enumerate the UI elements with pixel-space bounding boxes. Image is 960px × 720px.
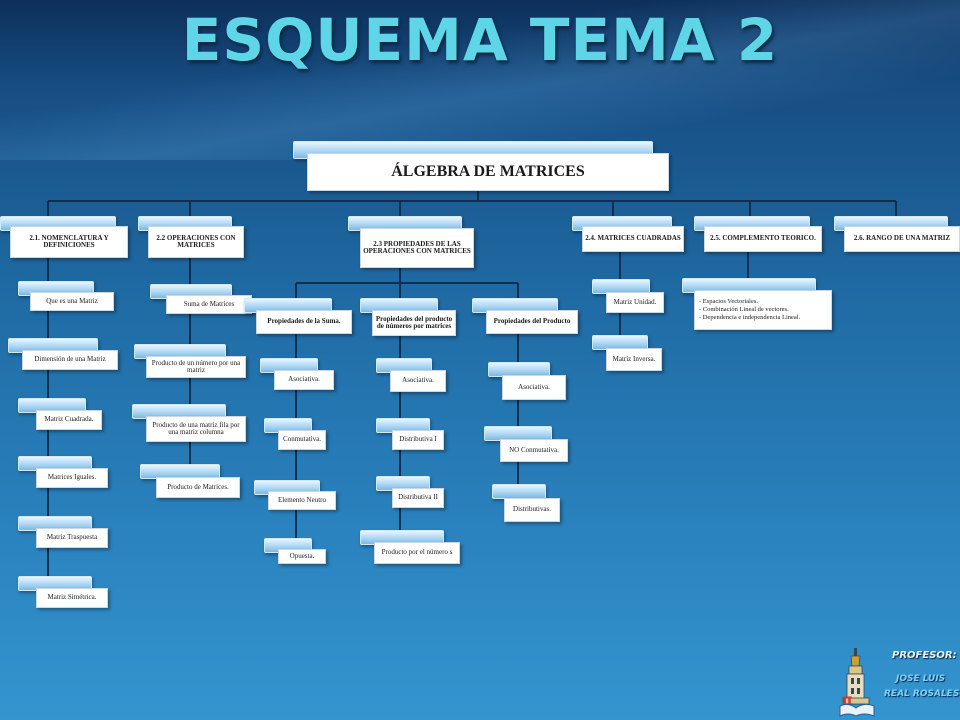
leaf-node: Matriz Cuadrada. xyxy=(18,398,102,430)
leaf-label: Producto por el número s xyxy=(374,542,460,564)
leaf-node: Conmutativa. xyxy=(264,418,326,450)
leaf-label: Asociativa. xyxy=(274,370,334,390)
leaf-node: Que es una Matriz xyxy=(18,281,114,311)
leaf-node: Producto de una matriz fila por una matr… xyxy=(132,404,246,442)
root-node: ÁLGEBRA DE MATRICES xyxy=(293,141,669,191)
professor-name-last: REAL ROSALES xyxy=(884,689,960,699)
section-label: 2.2 OPERACIONES CON MATRICES xyxy=(148,226,244,258)
group-label: Propiedades del producto de números por … xyxy=(372,310,456,336)
section-node: 2.3 PROPIEDADES DE LAS OPERACIONES CON M… xyxy=(348,216,474,268)
leaf-node: Matriz Simétrica. xyxy=(18,576,108,608)
leaf-node: Matriz Inversa. xyxy=(592,335,662,371)
leaf-label: Matriz Inversa. xyxy=(606,348,662,371)
complemento-list: - Espacios Vectoriales. - Combinación Li… xyxy=(699,298,800,322)
leaf-node: Distributivas. xyxy=(492,484,560,522)
leaf-label: Suma de Matrices xyxy=(166,295,252,314)
section-node: 2.4. MATRICES CUADRADAS xyxy=(572,216,684,252)
group-node: Propiedades de la Suma. xyxy=(244,298,352,334)
group-node: Propiedades del Producto xyxy=(472,298,578,334)
section-label: 2.3 PROPIEDADES DE LAS OPERACIONES CON M… xyxy=(360,228,474,268)
tower-logo-icon: π xyxy=(839,648,875,717)
group-label: Propiedades de la Suma. xyxy=(256,310,352,334)
connector-s3-bus xyxy=(295,268,519,300)
leaf-node: Producto de un número por una matriz xyxy=(134,344,246,378)
leaf-label: Conmutativa. xyxy=(278,430,326,450)
professor-label: PROFESOR: xyxy=(892,650,957,661)
leaf-node: Asociativa. xyxy=(488,362,566,400)
section-label: 2.6. RANGO DE UNA MATRIZ xyxy=(844,226,960,252)
leaf-label: Distributiva I xyxy=(392,430,444,450)
section-label: 2.5. COMPLEMENTO TEORICO. xyxy=(704,226,822,252)
leaf-label: Matrices Iguales. xyxy=(36,468,108,488)
leaf-label: NO Conmutativa. xyxy=(500,439,568,462)
leaf-label: Producto de una matriz fila por una matr… xyxy=(146,416,246,442)
leaf-label: Producto de un número por una matriz xyxy=(146,356,246,378)
leaf-node: Matriz Unidad. xyxy=(592,279,664,313)
leaf-node: Dimensión de una Matriz xyxy=(8,338,118,370)
leaf-label: Opuesta. xyxy=(278,549,326,564)
leaf-label: Producto de Matrices. xyxy=(156,477,240,498)
leaf-node: Matriz Traspuesta xyxy=(18,516,108,548)
section-label: 2.1. NOMENCLATURA Y DEFINICIONES xyxy=(10,226,128,258)
leaf-label: Elemento Neutro xyxy=(268,491,336,510)
list-item: - Espacios Vectoriales. xyxy=(699,298,758,305)
leaf-label: Matriz Simétrica. xyxy=(36,588,108,608)
group-label: Propiedades del Producto xyxy=(486,310,578,334)
section-node: 2.2 OPERACIONES CON MATRICES xyxy=(138,216,244,258)
leaf-node: NO Conmutativa. xyxy=(484,426,568,462)
svg-text:π: π xyxy=(842,692,852,708)
leaf-label: Distributiva II xyxy=(392,488,444,508)
leaf-label: Que es una Matriz xyxy=(30,292,114,311)
node-tab xyxy=(492,484,546,499)
leaf-label: Matriz Traspuesta xyxy=(36,528,108,548)
professor-name-first: JOSE LUIS xyxy=(896,674,946,684)
list-item: - Combinación Lineal de vectores. xyxy=(699,306,789,313)
leaf-node: Asociativa. xyxy=(260,358,334,390)
leaf-node: Opuesta. xyxy=(264,538,326,564)
leaf-node: Distributiva I xyxy=(376,418,444,450)
page-title: ESQUEMA TEMA 2 xyxy=(181,6,779,74)
group-node: Propiedades del producto de números por … xyxy=(360,298,456,336)
leaf-node: Suma de Matrices xyxy=(150,284,252,314)
leaf-node: Producto por el número s xyxy=(360,530,460,564)
list-box: - Espacios Vectoriales. - Combinación Li… xyxy=(694,290,832,330)
leaf-label: Dimensión de una Matriz xyxy=(22,350,118,370)
connector-root-bus xyxy=(47,190,897,218)
leaf-node: Matrices Iguales. xyxy=(18,456,108,488)
section-node: 2.6. RANGO DE UNA MATRIZ xyxy=(834,216,960,252)
leaf-label: Matriz Unidad. xyxy=(606,292,664,313)
leaf-label: Asociativa. xyxy=(502,375,566,400)
section-label: 2.4. MATRICES CUADRADAS xyxy=(582,226,684,252)
list-item: - Dependencia e independencia Lineal. xyxy=(699,314,801,321)
leaf-label: Distributivas. xyxy=(504,498,560,522)
leaf-node: Producto de Matrices. xyxy=(140,464,240,498)
leaf-node: Elemento Neutro xyxy=(254,480,336,510)
list-node: - Espacios Vectoriales. - Combinación Li… xyxy=(682,278,832,330)
root-label: ÁLGEBRA DE MATRICES xyxy=(307,153,669,191)
section-node: 2.5. COMPLEMENTO TEORICO. xyxy=(694,216,822,252)
leaf-node: Asociativa. xyxy=(376,358,446,392)
leaf-label: Asociativa. xyxy=(390,370,446,392)
leaf-node: Distributiva II xyxy=(376,476,444,508)
section-node: 2.1. NOMENCLATURA Y DEFINICIONES xyxy=(0,216,128,258)
leaf-label: Matriz Cuadrada. xyxy=(36,410,102,430)
